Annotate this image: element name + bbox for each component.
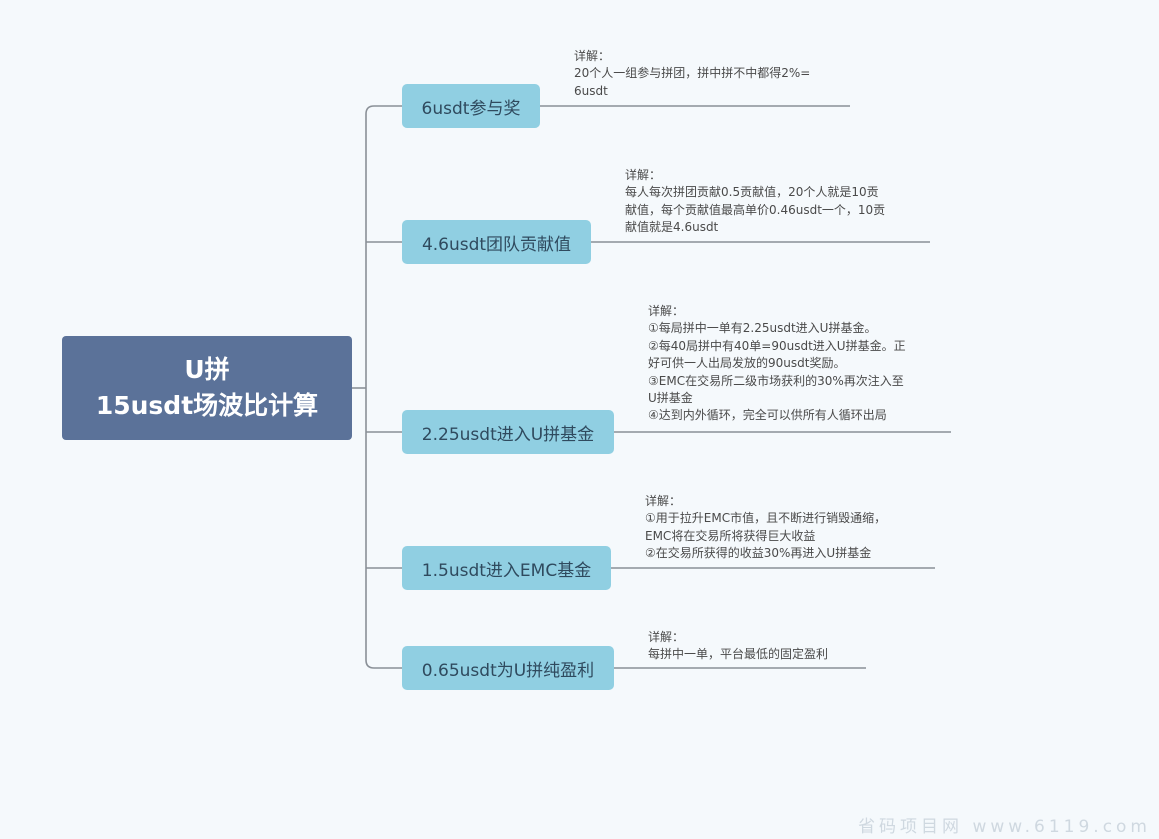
note-line: ②在交易所获得的收益30%再进入U拼基金 [645, 546, 872, 561]
note-title: 详解： [648, 630, 685, 644]
note-team-contribution: 详解： 每人每次拼团贡献0.5贡献值，20个人就是10贡 献值，每个贡献值最高单… [625, 167, 885, 237]
trunk-line [365, 105, 402, 669]
note-line: U拼基金 [648, 391, 693, 406]
root-title-line2: 15usdt场波比计算 [95, 391, 319, 420]
note-line: 每人每次拼团贡献0.5贡献值，20个人就是10贡 [625, 185, 879, 200]
note-emc-fund: 详解： ①用于拉升EMC市值，且不断进行销毁通缩， EMC将在交易所将获得巨大收… [645, 493, 886, 563]
note-net-profit: 详解： 每拼中一单，平台最低的固定盈利 [648, 629, 828, 664]
root-title-line1: U拼 [184, 355, 230, 384]
branch-label: 0.65usdt为U拼纯盈利 [421, 660, 595, 681]
note-line: 献值就是4.6usdt [625, 220, 719, 235]
branch-topic-team-contribution[interactable]: 4.6usdt团队贡献值 [402, 220, 591, 264]
note-line: 6usdt [574, 83, 608, 98]
note-line: ③EMC在交易所二级市场获利的30%再次注入至 [648, 373, 904, 388]
watermark: 省码项目网 www.6119.com [858, 817, 1151, 837]
note-line: ①用于拉升EMC市值，且不断进行销毁通缩， [645, 511, 887, 526]
note-participation-reward: 详解： 20个人一组参与拼团，拼中拼不中都得2%= 6usdt [574, 48, 810, 100]
branch-label: 1.5usdt进入EMC基金 [421, 560, 592, 581]
branch-label: 2.25usdt进入U拼基金 [421, 424, 595, 445]
note-line: 好可供一人出局发放的90usdt奖励。 [648, 356, 846, 371]
note-line: 献值，每个贡献值最高单价0.46usdt一个，10贡 [625, 202, 886, 217]
branch-topic-upin-fund[interactable]: 2.25usdt进入U拼基金 [402, 410, 614, 454]
note-line: ①每局拼中一单有2.25usdt进入U拼基金。 [648, 321, 877, 336]
branch-topic-participation-reward[interactable]: 6usdt参与奖 [402, 84, 540, 128]
note-title: 详解： [648, 304, 685, 318]
branch-label: 6usdt参与奖 [421, 98, 521, 119]
note-title: 详解： [645, 494, 682, 508]
note-line: 每拼中一单，平台最低的固定盈利 [648, 647, 829, 662]
note-title: 详解： [625, 168, 662, 182]
note-line: EMC将在交易所将获得巨大收益 [645, 528, 816, 543]
branch-topic-net-profit[interactable]: 0.65usdt为U拼纯盈利 [402, 646, 614, 690]
note-upin-fund: 详解： ①每局拼中一单有2.25usdt进入U拼基金。 ②每40局拼中有40单=… [648, 303, 906, 425]
root-topic[interactable]: U拼 15usdt场波比计算 [62, 336, 352, 440]
note-line: ②每40局拼中有40单=90usdt进入U拼基金。正 [648, 338, 906, 353]
branch-label: 4.6usdt团队贡献值 [421, 234, 572, 255]
note-line: 20个人一组参与拼团，拼中拼不中都得2%= [574, 66, 811, 81]
note-title: 详解： [574, 49, 611, 63]
note-line: ④达到内外循环，完全可以供所有人循环出局 [648, 408, 887, 423]
branch-topic-emc-fund[interactable]: 1.5usdt进入EMC基金 [402, 546, 611, 590]
